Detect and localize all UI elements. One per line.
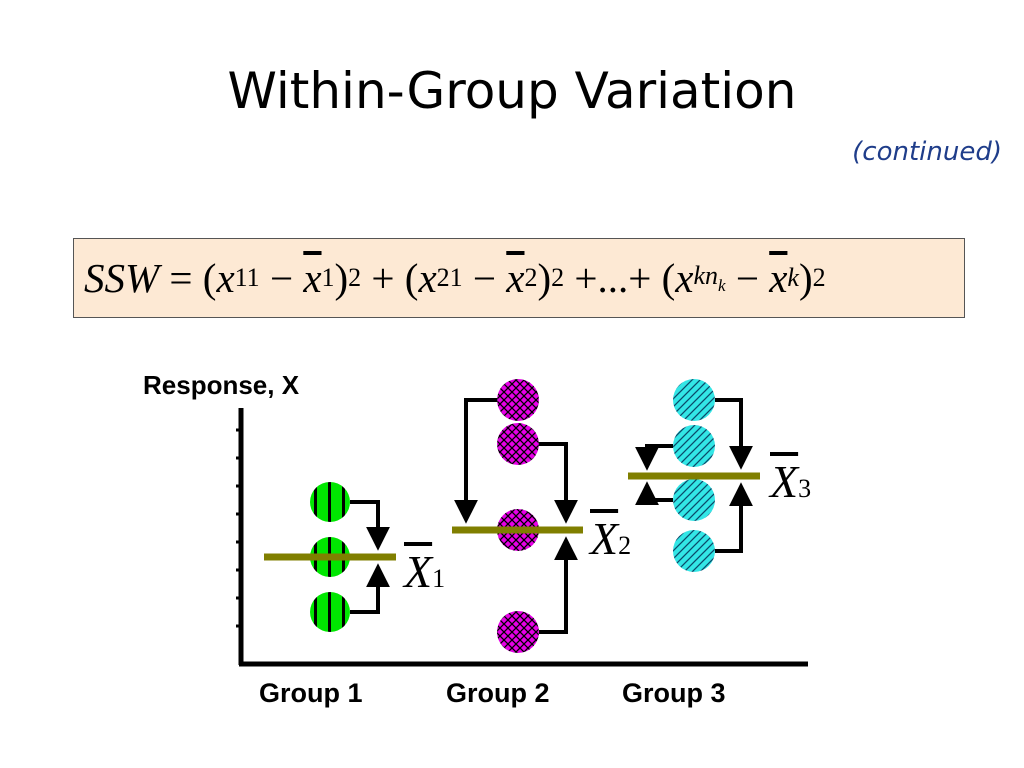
formula-square-2: 2 (551, 263, 565, 292)
group-3-label: Group 3 (622, 678, 726, 708)
formula-ellipsis: ... (597, 255, 629, 301)
group-3-point (673, 425, 715, 467)
group-3-point (673, 479, 715, 521)
formula-x11: x (216, 255, 235, 301)
slide-subtitle: (continued) (852, 137, 1002, 167)
formula-paren-open-2: ( (404, 255, 419, 301)
group-1-label: Group 1 (259, 678, 363, 708)
formula-minus-k: − (735, 255, 759, 301)
y-axis-ticks (236, 428, 241, 628)
group-3-point (673, 530, 715, 572)
formula-xbar1: x (303, 255, 322, 301)
group-2-mean-symbol: X (590, 513, 619, 564)
formula-xbar1-sub: 1 (321, 263, 335, 292)
formula-minus-1: − (269, 255, 294, 301)
formula-paren-close-k: ) (798, 255, 813, 301)
formula-plus-1: + (371, 255, 395, 301)
formula-square-k: 2 (812, 263, 826, 292)
formula-x11-sub: 11 (234, 263, 260, 292)
formula-minus-2: − (472, 255, 497, 301)
formula-square-1: 2 (348, 263, 362, 292)
group-1-mean-symbol: X (404, 546, 433, 597)
formula-equals: = (169, 255, 193, 301)
formula-paren-open-1: ( (202, 255, 217, 301)
group-2-mean-label: X2 (590, 512, 631, 565)
group-2-point (497, 379, 539, 421)
formula-paren-close-1: ) (334, 255, 349, 301)
formula-xknk: x (675, 255, 694, 301)
group-3-deviation-arrows (635, 398, 753, 553)
formula-xbar2: x (506, 255, 525, 301)
formula-paren-open-k: ( (661, 255, 676, 301)
group-2-deviation-arrows (454, 398, 578, 634)
group-3-point (673, 379, 715, 421)
group-3-mean-sub: 3 (798, 474, 812, 503)
formula-plus-2: + (574, 255, 598, 301)
group-1-mean-label: X1 (404, 545, 445, 598)
group-3-mean-symbol: X (770, 456, 799, 507)
formula-plus-3: + (628, 255, 652, 301)
formula-xbark: x (769, 255, 788, 301)
formula-xknk-sub: kn (693, 260, 719, 290)
formula-x21-sub: 21 (436, 263, 463, 292)
y-axis-label: Response, X (143, 370, 300, 400)
formula-xbar2-sub: 2 (524, 263, 538, 292)
group-3-points (673, 379, 715, 572)
group-1-point (310, 592, 350, 632)
formula-x21: x (418, 255, 437, 301)
formula-xknk-subsub: k (718, 275, 726, 295)
formula-paren-close-2: ) (537, 255, 552, 301)
group-2-label: Group 2 (446, 678, 550, 708)
formula-xbark-sub: k (787, 263, 799, 292)
group-2-points (497, 379, 539, 653)
group-1-deviation-arrows (350, 500, 390, 614)
group-1-points (310, 482, 350, 632)
group-1-point (310, 482, 350, 522)
group-2-mean-sub: 2 (618, 531, 632, 560)
slide-title: Within-Group Variation (227, 62, 797, 120)
group-2-point (497, 423, 539, 465)
formula-lhs: SSW (84, 255, 160, 301)
group-3-mean-label: X3 (770, 455, 811, 508)
group-2-point (497, 611, 539, 653)
group-1-mean-sub: 1 (432, 564, 446, 593)
